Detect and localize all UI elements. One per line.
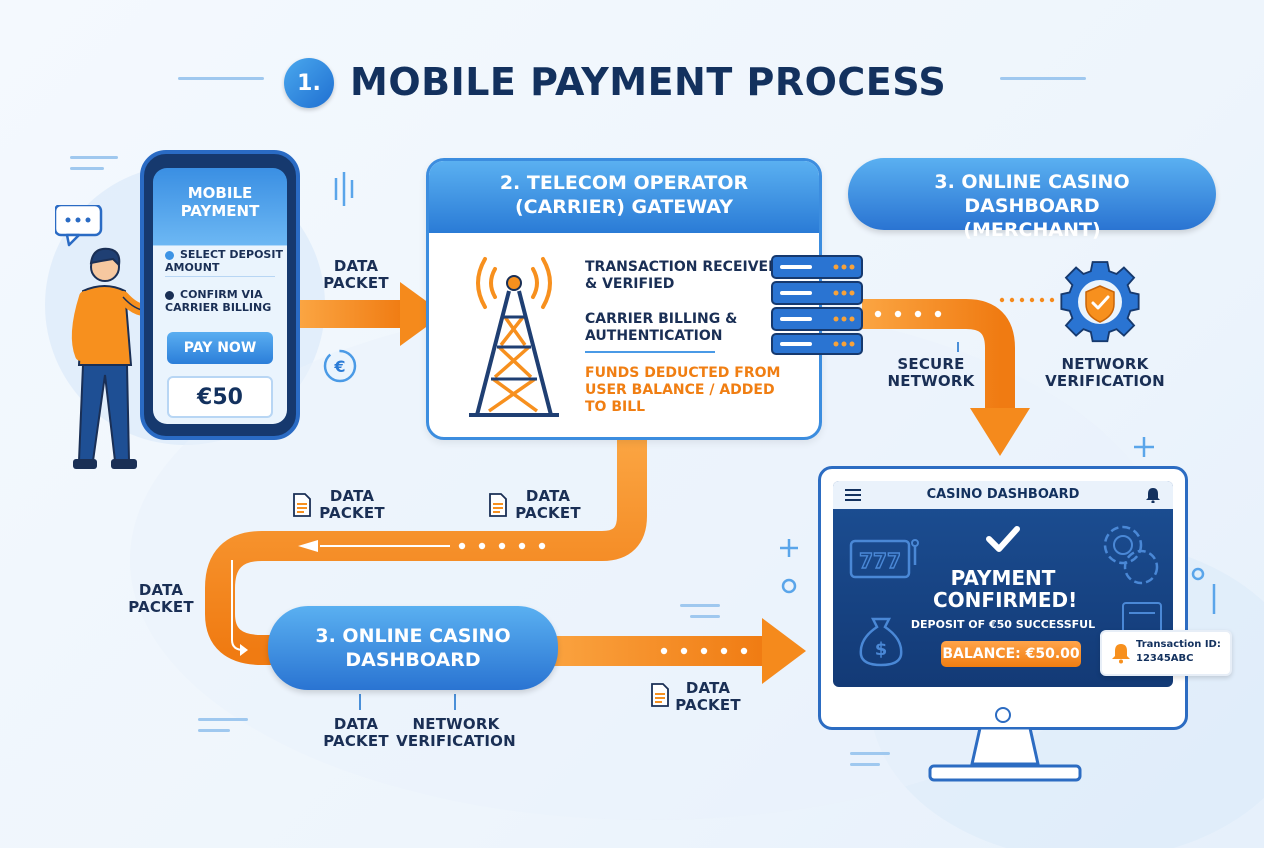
decor-dash bbox=[850, 752, 890, 755]
slot-machine-icon: 777 bbox=[849, 539, 919, 579]
title-number: 1. bbox=[284, 58, 334, 108]
carrier-gateway-card: 2. TELECOM OPERATOR (CARRIER) GATEWAY TR… bbox=[426, 158, 822, 440]
dashboard-top-bar: CASINO DASHBOARD bbox=[833, 481, 1173, 509]
phone-title: MOBILE PAYMENT bbox=[180, 184, 260, 220]
carrier-card-title: 2. TELECOM OPERATOR (CARRIER) GATEWAY bbox=[499, 172, 749, 218]
deposit-success-text: DEPOSIT OF €50 SUCCESSFUL bbox=[910, 618, 1096, 631]
phone-option-confirm-carrier[interactable]: CONFIRM VIA CARRIER BILLING bbox=[165, 288, 272, 314]
sparkles bbox=[334, 172, 1216, 614]
phone-option-select-amount[interactable]: SELECT DEPOSIT AMOUNT bbox=[165, 248, 283, 274]
decor-dash bbox=[850, 763, 880, 766]
casino-dashboard-pill: 3. ONLINE CASINO DASHBOARD bbox=[268, 606, 558, 690]
title-rule-left bbox=[178, 77, 264, 80]
label-network-verification: NETWORK VERIFICATION bbox=[1045, 355, 1165, 390]
shield-gear-icon bbox=[1060, 261, 1140, 343]
document-icon bbox=[293, 493, 311, 517]
transaction-id: Transaction ID: 12345ABC bbox=[1136, 639, 1221, 664]
poker-chips-icon bbox=[1103, 525, 1159, 585]
label-data-packet: DATA PACKET bbox=[515, 487, 581, 522]
document-icon bbox=[489, 493, 507, 517]
label-data-packet: DATA PACKET bbox=[323, 715, 389, 750]
checkmark-icon bbox=[986, 526, 1020, 552]
divider bbox=[585, 351, 715, 353]
money-bag-icon: $ bbox=[859, 617, 903, 667]
bell-icon[interactable] bbox=[1145, 487, 1161, 503]
label-secure-network: SECURE NETWORK bbox=[887, 355, 975, 390]
bell-icon bbox=[1112, 644, 1130, 664]
svg-text:€: € bbox=[333, 357, 345, 376]
document-icon bbox=[651, 683, 669, 707]
person-illustration bbox=[55, 205, 161, 469]
arrow-carrier-return-loop bbox=[205, 440, 647, 665]
pay-now-button[interactable]: PAY NOW bbox=[167, 332, 273, 364]
label-data-packet: DATA PACKET bbox=[319, 487, 385, 522]
page-title: MOBILE PAYMENT PROCESS bbox=[350, 60, 947, 104]
balance-badge: BALANCE: €50.00 bbox=[941, 641, 1081, 667]
label-data-packet: DATA PACKET bbox=[323, 257, 389, 292]
decor-dash bbox=[680, 604, 720, 607]
menu-icon[interactable] bbox=[845, 489, 861, 501]
euro-coin-icon: € bbox=[323, 349, 357, 383]
decor-dash bbox=[70, 167, 104, 170]
decor-dash bbox=[690, 615, 720, 618]
label-network-verification: NETWORK VERIFICATION bbox=[396, 715, 516, 750]
decor-dash bbox=[198, 718, 248, 721]
label-data-packet: DATA PACKET bbox=[675, 679, 741, 714]
dotted-connector-gear bbox=[999, 297, 1055, 303]
carrier-step-verified: TRANSACTION RECEIVED & VERIFIED bbox=[585, 259, 780, 292]
dashboard-title: CASINO DASHBOARD bbox=[926, 487, 1080, 502]
payment-confirmed-text: PAYMENT CONFIRMED! bbox=[933, 566, 1078, 612]
monitor-power-button bbox=[995, 707, 1011, 723]
radio-dot-icon bbox=[165, 250, 174, 260]
radio-tower-icon bbox=[469, 257, 559, 417]
arrow-phone-to-carrier bbox=[300, 282, 444, 346]
carrier-card-header: 2. TELECOM OPERATOR (CARRIER) GATEWAY bbox=[429, 161, 819, 233]
arrow-casino-to-monitor bbox=[540, 618, 806, 684]
transaction-tooltip: Transaction ID: 12345ABC bbox=[1100, 630, 1232, 676]
phone-screen: MOBILE PAYMENT SELECT DEPOSIT AMOUNT CON… bbox=[153, 168, 287, 424]
carrier-step-billing: CARRIER BILLING & AUTHENTICATION bbox=[585, 311, 738, 344]
monitor-icon: CASINO DASHBOARD 777 bbox=[818, 466, 1188, 730]
mobile-phone: MOBILE PAYMENT SELECT DEPOSIT AMOUNT CON… bbox=[140, 150, 300, 440]
radio-dot-icon bbox=[165, 290, 174, 300]
divider bbox=[165, 276, 275, 277]
merchant-dashboard-pill: 3. ONLINE CASINO DASHBOARD (MERCHANT) bbox=[848, 158, 1216, 241]
arrow-server-to-monitor bbox=[862, 299, 1030, 456]
carrier-step-funds: FUNDS DEDUCTED FROM USER BALANCE / ADDED… bbox=[585, 365, 781, 415]
label-data-packet: DATA PACKET bbox=[128, 581, 194, 616]
decor-dash bbox=[198, 729, 230, 732]
monitor-stand bbox=[928, 728, 1082, 782]
dollar-icon: $ bbox=[875, 639, 888, 660]
server-rack-icon bbox=[771, 255, 863, 355]
chat-bubble-icon bbox=[55, 205, 103, 247]
decor-dash bbox=[70, 156, 118, 159]
amount-display: €50 bbox=[167, 376, 273, 418]
slot-digits: 777 bbox=[859, 549, 901, 573]
title-rule-right bbox=[1000, 77, 1086, 80]
